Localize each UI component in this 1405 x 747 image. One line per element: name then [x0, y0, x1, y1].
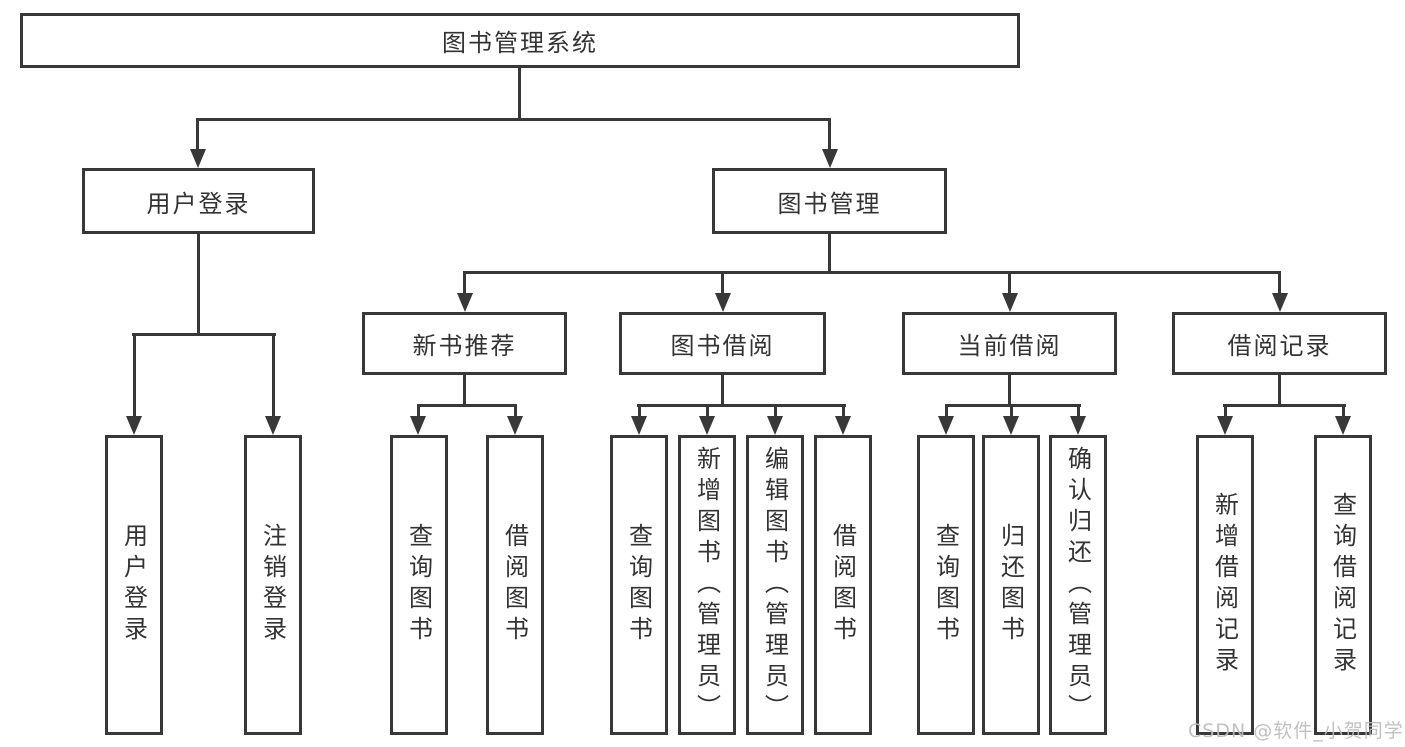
- connector-shaft: [514, 404, 517, 420]
- leaf-edit-book-admin: 编辑图书（管理员）: [746, 435, 804, 735]
- connector-stem-user-login: [197, 231, 200, 335]
- connector-rail-book-borrow: [637, 404, 846, 407]
- node-user-login: 用户登录: [82, 168, 315, 234]
- arrowhead-down-icon: [265, 416, 281, 435]
- connector-shaft: [133, 333, 136, 421]
- leaf-user-login: 用户登录: [105, 435, 163, 735]
- leaf-query-books-3: 查询图书: [917, 435, 975, 735]
- arrowhead-down-icon: [507, 416, 523, 435]
- connector-shaft: [828, 118, 831, 154]
- node-new-book-recommendation: 新书推荐: [362, 312, 567, 375]
- node-book-borrowing: 图书借阅: [619, 312, 826, 375]
- arrowhead-down-icon: [1272, 293, 1288, 312]
- connector-stem-book-borrow: [721, 373, 724, 406]
- leaf-query-borrow-record: 查询借阅记录: [1314, 435, 1372, 735]
- leaf-borrow-books-2: 借阅图书: [814, 435, 872, 735]
- arrowhead-down-icon: [190, 149, 206, 168]
- arrowhead-down-icon: [1217, 416, 1233, 435]
- arrowhead-down-icon: [126, 416, 142, 435]
- connector-shaft: [706, 404, 709, 420]
- connector-rail-login-group: [132, 333, 276, 336]
- node-current-borrowing: 当前借阅: [902, 312, 1117, 375]
- arrowhead-down-icon: [822, 149, 838, 168]
- connector-shaft: [1077, 404, 1080, 420]
- connector-shaft: [196, 118, 199, 154]
- leaf-query-books-1: 查询图书: [390, 435, 448, 735]
- connector-shaft: [417, 404, 420, 420]
- connector-shaft: [1010, 404, 1013, 420]
- connector-shaft: [945, 404, 948, 420]
- connector-stem-current: [1008, 373, 1011, 406]
- leaf-query-books-2: 查询图书: [610, 435, 668, 735]
- arrowhead-down-icon: [1003, 416, 1019, 435]
- leaf-add-borrow-record: 新增借阅记录: [1196, 435, 1254, 735]
- arrowhead-down-icon: [1070, 416, 1086, 435]
- arrowhead-down-icon: [835, 416, 851, 435]
- connector-rail-level3: [463, 271, 1281, 274]
- connector-shaft: [272, 333, 275, 421]
- node-borrowing-records: 借阅记录: [1172, 312, 1387, 375]
- connector-stem-root: [518, 66, 521, 120]
- connector-shaft: [1278, 271, 1281, 297]
- leaf-logout: 注销登录: [244, 435, 302, 735]
- leaf-return-book: 归还图书: [982, 435, 1040, 735]
- arrowhead-down-icon: [410, 416, 426, 435]
- leaf-add-book-admin: 新增图书（管理员）: [678, 435, 736, 735]
- leaf-borrow-books-1: 借阅图书: [486, 435, 544, 735]
- connector-shaft: [842, 404, 845, 420]
- connector-stem-new-book: [463, 373, 466, 406]
- arrowhead-down-icon: [938, 416, 954, 435]
- arrowhead-down-icon: [767, 416, 783, 435]
- connector-rail-current: [945, 404, 1081, 407]
- csdn-watermark: CSDN @软件_小贺同学: [1188, 720, 1404, 742]
- arrowhead-down-icon: [715, 293, 731, 312]
- connector-shaft: [1008, 271, 1011, 297]
- node-book-management: 图书管理: [712, 168, 947, 234]
- connector-shaft: [774, 404, 777, 420]
- connector-shaft: [463, 271, 466, 297]
- arrowhead-down-icon: [699, 416, 715, 435]
- connector-shaft: [1224, 404, 1227, 420]
- arrowhead-down-icon: [631, 416, 647, 435]
- connector-rail-records: [1223, 404, 1346, 407]
- connector-shaft: [1342, 404, 1345, 420]
- connector-stem-records: [1278, 373, 1281, 406]
- node-root-library-system: 图书管理系统: [20, 13, 1020, 68]
- connector-shaft: [721, 271, 724, 297]
- arrowhead-down-icon: [457, 293, 473, 312]
- arrowhead-down-icon: [1002, 293, 1018, 312]
- connector-stem-book-mgmt: [828, 231, 831, 274]
- connector-rail-level2: [196, 118, 831, 121]
- connector-shaft: [638, 404, 641, 420]
- leaf-confirm-return-admin: 确认归还（管理员）: [1049, 435, 1107, 735]
- arrowhead-down-icon: [1335, 416, 1351, 435]
- connector-rail-new-book: [417, 404, 517, 407]
